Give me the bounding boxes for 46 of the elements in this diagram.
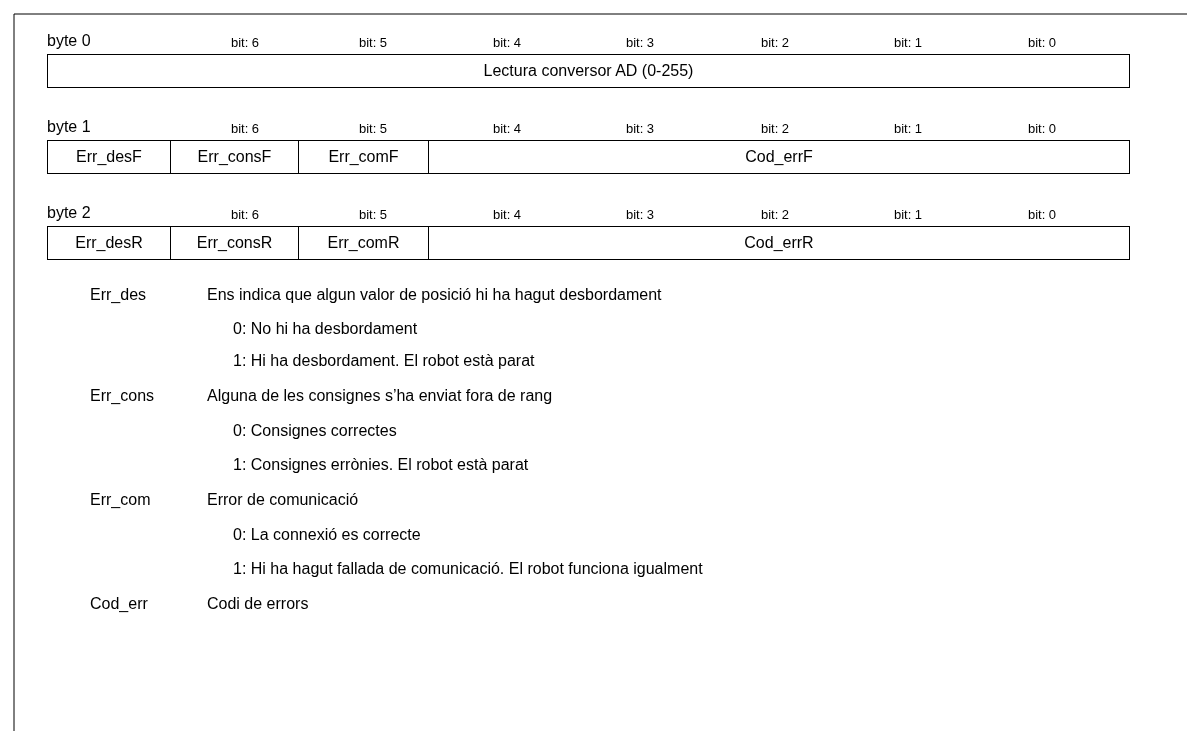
- register-field-box: Err_desF: [47, 140, 171, 174]
- bit-label: bit: 5: [358, 207, 388, 222]
- register-field-box: Err_comR: [298, 226, 429, 260]
- bit-label: bit: 1: [893, 121, 923, 136]
- register-field-box: Lectura conversor AD (0-255): [47, 54, 1130, 88]
- bit-label: bit: 4: [492, 121, 522, 136]
- bit-label: bit: 0: [1027, 207, 1057, 222]
- byte-label: byte 2: [47, 204, 91, 222]
- bit-label: bit: 3: [625, 121, 655, 136]
- bit-label: bit: 6: [230, 35, 260, 50]
- bit-label: bit: 4: [492, 207, 522, 222]
- field-name: Err_des: [90, 286, 147, 304]
- bit-label: bit: 1: [893, 35, 923, 50]
- field-description: Ens indica que algun valor de posició hi ha hagut desbordament: [207, 286, 662, 304]
- bit-label: bit: 5: [358, 121, 388, 136]
- bit-label: bit: 6: [230, 207, 260, 222]
- byte-label: byte 1: [47, 118, 91, 136]
- value-description: 0: No hi ha desbordament: [233, 320, 418, 338]
- bit-label: bit: 2: [760, 35, 790, 50]
- bit-label: bit: 5: [358, 35, 388, 50]
- bit-label: bit: 3: [625, 207, 655, 222]
- bit-label: bit: 2: [760, 207, 790, 222]
- register-field-box: Cod_errR: [428, 226, 1130, 260]
- register-field-box: Err_consF: [170, 140, 299, 174]
- register-field-box: Cod_errF: [428, 140, 1130, 174]
- field-name: Err_com: [90, 491, 151, 509]
- field-name: Cod_err: [90, 595, 148, 613]
- bit-label: bit: 4: [492, 35, 522, 50]
- register-field-box: Err_consR: [170, 226, 299, 260]
- value-description: 0: La connexió es correcte: [233, 526, 421, 544]
- bit-label: bit: 1: [893, 207, 923, 222]
- field-name: Err_cons: [90, 387, 155, 405]
- field-description: Error de comunicació: [207, 491, 359, 509]
- field-description: Codi de errors: [207, 595, 309, 613]
- bit-label: bit: 0: [1027, 35, 1057, 50]
- bit-label: bit: 0: [1027, 121, 1057, 136]
- value-description: 0: Consignes correctes: [233, 422, 397, 440]
- field-description: Alguna de les consignes s’ha enviat fora de rang: [207, 387, 553, 405]
- value-description: 1: Hi ha desbordament. El robot està parat: [233, 352, 535, 370]
- bit-label: bit: 2: [760, 121, 790, 136]
- value-description: 1: Consignes errònies. El robot està parat: [233, 456, 529, 474]
- register-field-box: Err_desR: [47, 226, 171, 260]
- bit-label: bit: 3: [625, 35, 655, 50]
- value-description: 1: Hi ha hagut fallada de comunicació. El robot funciona igualment: [233, 560, 703, 578]
- bit-label: bit: 6: [230, 121, 260, 136]
- register-field-box: Err_comF: [298, 140, 429, 174]
